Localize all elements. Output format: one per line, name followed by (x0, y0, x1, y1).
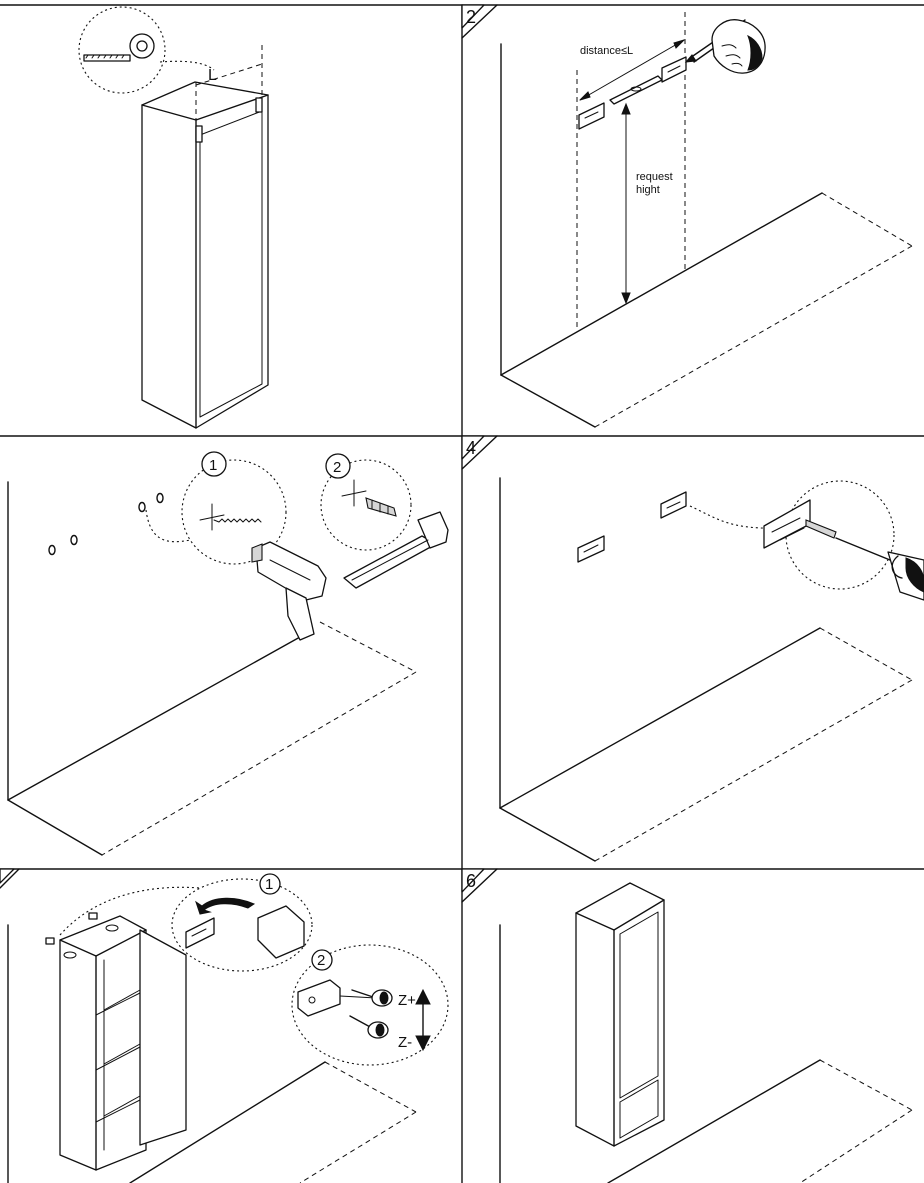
step-5-corner-badge (0, 868, 15, 884)
wall-plug-icon (365, 497, 397, 517)
tape-measure-icon (129, 33, 155, 59)
power-drill-icon (251, 541, 327, 641)
step-2-panel: 2 distance≤L request hight (461, 4, 913, 428)
step-6-corner-badge (461, 868, 485, 893)
step-5-panel: 1 2 Z+ Z- (0, 868, 449, 1183)
hanger-detail (185, 897, 305, 959)
step-2-corner-badge (461, 4, 485, 29)
distance-label: distance≤L (580, 45, 633, 57)
screwdriver-icon (835, 537, 924, 601)
drill-holes (48, 492, 164, 556)
callout-1-number: 1 (209, 457, 217, 474)
bracket-screw-detail (763, 499, 837, 549)
wall-brackets-mounted (577, 491, 687, 563)
height-label-line2: hight (636, 184, 660, 196)
vertical-arrow-icon (415, 988, 431, 1052)
height-label-line1: request (636, 171, 673, 183)
spirit-level (609, 75, 663, 105)
step-4-corner-badge (461, 435, 485, 460)
callout-1-number-step5: 1 (265, 876, 273, 893)
screwdriver-upper-icon (351, 989, 393, 1007)
z-plus-label: Z+ (398, 992, 416, 1009)
step-6-number: 6 (466, 871, 476, 891)
tape-measure-callout (78, 6, 215, 94)
step-2-number: 2 (466, 7, 476, 27)
step-4-panel: 4 (461, 435, 924, 862)
step-4-number: 4 (466, 438, 476, 458)
measure-label: L (208, 67, 217, 84)
tall-cabinet (141, 45, 269, 429)
hinge-adjust-detail (297, 979, 393, 1039)
z-minus-label: Z- (398, 1034, 412, 1051)
step-1-panel: L (78, 6, 269, 429)
step-3-panel: 1 2 (7, 451, 449, 856)
screwdriver-lower-icon (349, 1015, 389, 1039)
screwdriver-bit-icon (343, 511, 449, 589)
step-6-panel: 6 (461, 868, 913, 1183)
open-cabinet (59, 915, 187, 1171)
callout-2-number-step5: 2 (317, 952, 325, 969)
callout-2-number: 2 (333, 459, 341, 476)
hand-pencil-icon (684, 19, 766, 74)
installed-cabinet (575, 882, 665, 1147)
wall-brackets (578, 56, 687, 130)
